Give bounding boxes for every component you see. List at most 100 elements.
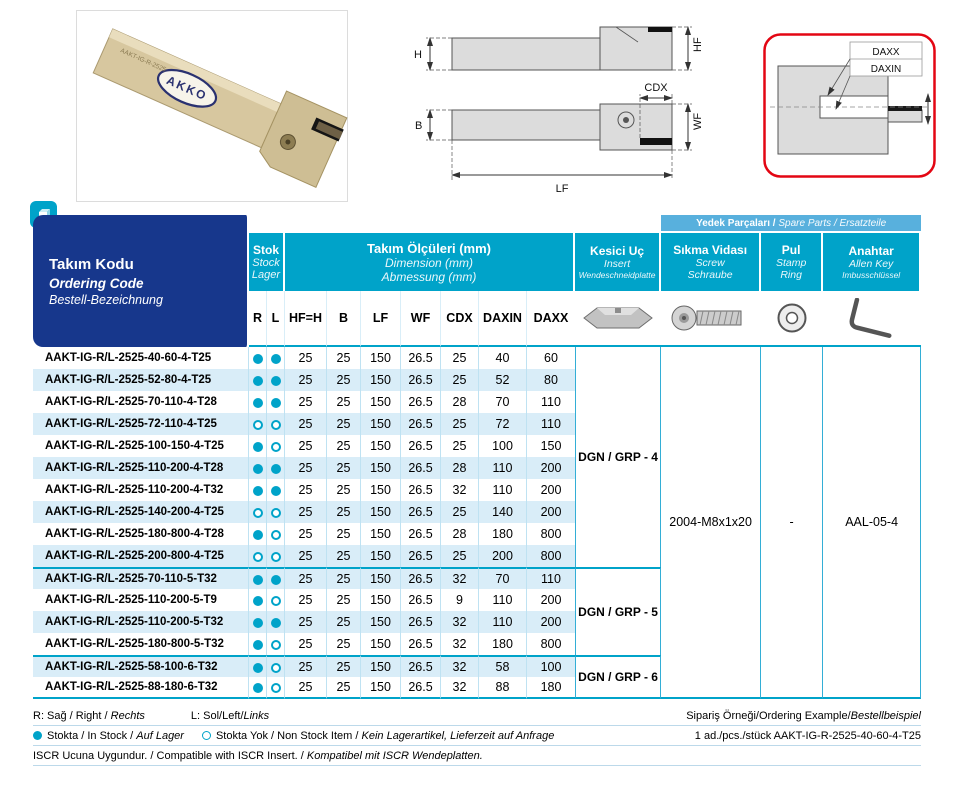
stock-legend-in-de: Auf Lager [136, 729, 184, 742]
ordering-code: AAKT-IG-R/L-2525-52-80-4-T25 [33, 369, 249, 391]
dim-value: 150 [361, 545, 401, 567]
spare-parts-header: Yedek Parçaları / Spare Parts / Ersatzte… [661, 215, 922, 233]
dimension-drawing: H HF B WF CDX LF [414, 26, 704, 195]
dim-value: 32 [441, 655, 479, 677]
dim-value: 26.5 [401, 413, 441, 435]
stock-l-cell [267, 347, 285, 369]
col-label-daxx: DAXX [527, 291, 575, 347]
dim-value: 60 [527, 347, 575, 369]
dim-value: 25 [285, 391, 327, 413]
ordering-code: AAKT-IG-R/L-2525-58-100-6-T32 [33, 655, 249, 677]
insert-group-label: DGN / GRP - 4 [575, 347, 662, 567]
footer-row-3: ISCR Ucuna Uygundur. / Compatible with I… [33, 746, 921, 766]
ring-value: - [761, 347, 824, 699]
akko-logo-oval [157, 68, 218, 108]
spare-parts-header-en: Spare Parts / [778, 217, 840, 229]
non-stock-dot [252, 507, 263, 518]
dim-value: 150 [361, 369, 401, 391]
insert-image-cell [575, 291, 662, 347]
stock-header-de: Lager [251, 269, 281, 281]
insert-header: Kesici Uç Insert Wendeschneidplatte [575, 233, 662, 291]
rl-legend-l-de: Links [243, 709, 270, 722]
dim-value: 25 [327, 347, 361, 369]
dim-value: 150 [527, 435, 575, 457]
dim-value: 150 [361, 501, 401, 523]
stock-l-cell [267, 545, 285, 567]
in-stock-dot [252, 574, 263, 585]
header-labels-row: R L HF=H B LF WF CDX DAXIN DAXX [33, 291, 922, 347]
in-stock-dot [252, 595, 263, 606]
dim-value: 25 [285, 589, 327, 611]
dim-value: 200 [527, 589, 575, 611]
non-stock-dot [270, 507, 281, 518]
non-stock-dot [270, 419, 281, 430]
compatibility-note-de: Kompatibel mit ISCR Wendeplatten. [306, 749, 483, 762]
in-stock-dot [252, 485, 263, 496]
ordering-code: AAKT-IG-R/L-2525-70-110-4-T28 [33, 391, 249, 413]
screw-icon [671, 305, 742, 331]
dim-value: 25 [441, 501, 479, 523]
stock-r-cell [249, 501, 267, 523]
dim-value: 110 [527, 567, 575, 589]
dim-value: 150 [361, 567, 401, 589]
col-label-lf: LF [361, 291, 401, 347]
dim-value: 88 [479, 677, 527, 699]
detail-label-daxin: DAXIN [871, 64, 902, 75]
col-label-wf: WF [401, 291, 441, 347]
ordering-code-header-de: Bestell-Bezeichnung [49, 292, 163, 307]
in-stock-dot [252, 682, 263, 693]
dim-value: 150 [361, 435, 401, 457]
dim-value: 110 [527, 391, 575, 413]
dim-value: 70 [479, 391, 527, 413]
detail-label-daxx: DAXX [872, 47, 900, 58]
non-stock-dot [252, 551, 263, 562]
insert-icon [583, 307, 653, 329]
dim-value: 25 [327, 633, 361, 655]
ordering-code: AAKT-IG-R/L-2525-110-200-4-T28 [33, 457, 249, 479]
dim-value: 25 [327, 545, 361, 567]
allen-key-header-de: Imbusschlüssel [842, 270, 901, 280]
ordering-example-value: 1 ad./pcs./stück AAKT-IG-R-2525-40-60-4-… [694, 729, 921, 742]
non-stock-dot [270, 662, 281, 673]
stock-legend-out-de: Kein Lagerartikel, Lieferzeit auf Anfrag… [361, 729, 555, 742]
screw-header-tr: Sıkma Vidası [673, 243, 748, 257]
dim-value: 26.5 [401, 545, 441, 567]
stock-r-cell [249, 347, 267, 369]
screw-image-cell [661, 291, 762, 347]
in-stock-dot [252, 397, 263, 408]
detail-drawing: DAXX DAXIN [763, 33, 936, 178]
stock-l-cell [267, 369, 285, 391]
header-section-row: Stok Stock Lager Takım Ölçüleri (mm) Dim… [33, 233, 922, 291]
dim-value: 26.5 [401, 611, 441, 633]
ordering-code: AAKT-IG-R/L-2525-100-150-4-T25 [33, 435, 249, 457]
ring-image-cell [761, 291, 824, 347]
in-stock-dot [252, 617, 263, 628]
stock-legend-in: Stokta / In Stock / [47, 729, 137, 742]
dim-value: 110 [479, 457, 527, 479]
dim-value: 150 [361, 391, 401, 413]
dim-value: 26.5 [401, 677, 441, 699]
allen-key-header: Anahtar Allen Key Imbusschlüssel [823, 233, 922, 291]
stock-r-cell [249, 589, 267, 611]
dim-value: 25 [327, 655, 361, 677]
dim-value: 25 [285, 435, 327, 457]
stock-l-cell [267, 523, 285, 545]
spare-parts-header-tr: Yedek Parçaları / [696, 217, 779, 229]
allen-key-icon [849, 298, 892, 338]
dim-value: 32 [441, 611, 479, 633]
dim-value: 25 [327, 369, 361, 391]
dim-value: 25 [327, 677, 361, 699]
dim-value: 32 [441, 677, 479, 699]
dim-value: 70 [479, 567, 527, 589]
ordering-code: AAKT-IG-R/L-2525-110-200-5-T9 [33, 589, 249, 611]
dimensions-header-tr: Takım Ölçüleri (mm) [366, 240, 491, 256]
dim-value: 25 [327, 501, 361, 523]
dim-value: 32 [441, 633, 479, 655]
dim-value: 26.5 [401, 347, 441, 369]
ordering-table: Takım Kodu Ordering Code Bestell-Bezeich… [33, 215, 922, 699]
